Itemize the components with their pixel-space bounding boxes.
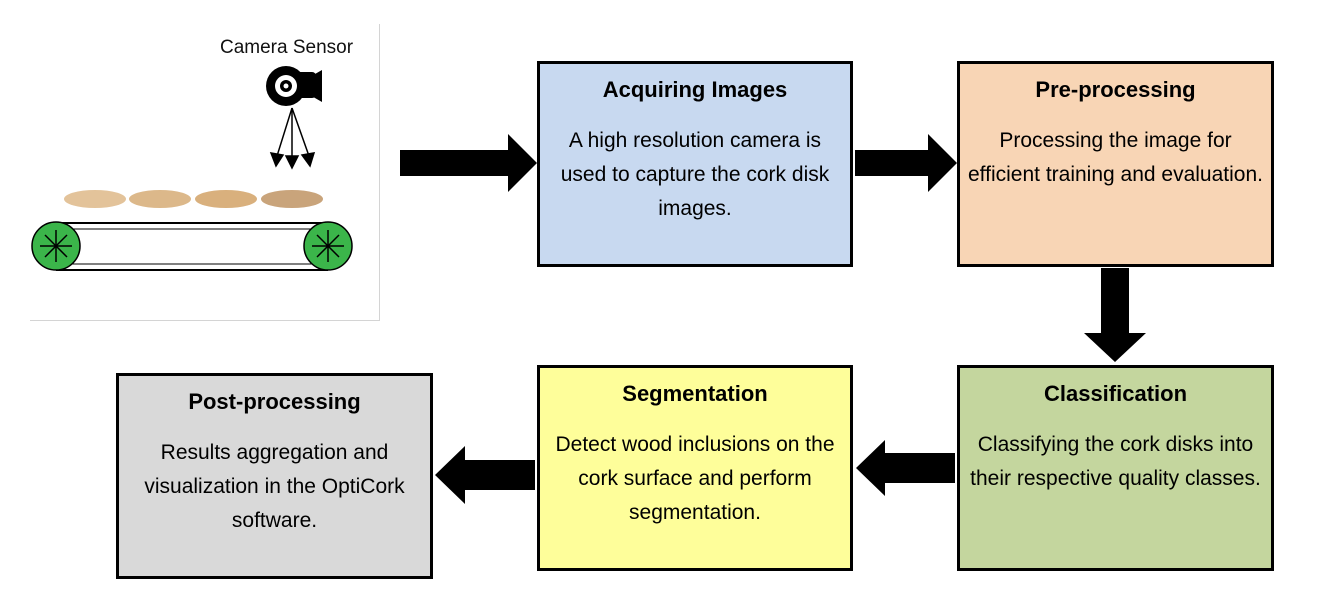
acquiring-images-title: Acquiring Images: [602, 77, 788, 102]
arrow-acquiring-to-preprocessing: [855, 134, 957, 192]
segmentation-description: Detect wood inclusions on the cork surfa…: [555, 433, 835, 524]
preprocessing-box: Pre-processing Processing the image for …: [957, 61, 1274, 267]
conveyor-wheel-right: [303, 221, 353, 271]
camera-icon: [266, 66, 322, 106]
cork-disks: [64, 190, 323, 208]
camera-sensor-label: Camera Sensor: [220, 37, 354, 58]
preprocessing-title: Pre-processing: [1035, 77, 1196, 102]
conveyor-belt: [56, 222, 328, 271]
classification-description: Classifying the cork disks into their re…: [970, 433, 1261, 490]
acquiring-images-description: A high resolution camera is used to capt…: [560, 129, 830, 220]
postprocessing-title: Post-processing: [188, 389, 361, 414]
conveyor-wheel-left: [31, 221, 81, 271]
acquiring-images-box: Acquiring Images A high resolution camer…: [537, 61, 853, 267]
conveyor-illustration: Camera Sensor: [30, 24, 380, 321]
preprocessing-description: Processing the image for efficient train…: [968, 129, 1263, 186]
postprocessing-description: Results aggregation and visualization in…: [144, 441, 405, 532]
arrow-segmentation-to-postprocessing: [435, 446, 535, 504]
arrow-classification-to-segmentation: [856, 440, 955, 496]
arrow-illustration-to-acquiring: [400, 134, 537, 192]
segmentation-title: Segmentation: [622, 381, 768, 406]
arrow-preprocessing-to-classification: [1084, 268, 1146, 362]
sensor-rays: [269, 107, 316, 170]
segmentation-box: Segmentation Detect wood inclusions on t…: [537, 365, 853, 571]
postprocessing-box: Post-processing Results aggregation and …: [116, 373, 433, 579]
classification-box: Classification Classifying the cork disk…: [957, 365, 1274, 571]
conveyor-drawing: [31, 66, 353, 271]
classification-title: Classification: [1043, 381, 1188, 406]
